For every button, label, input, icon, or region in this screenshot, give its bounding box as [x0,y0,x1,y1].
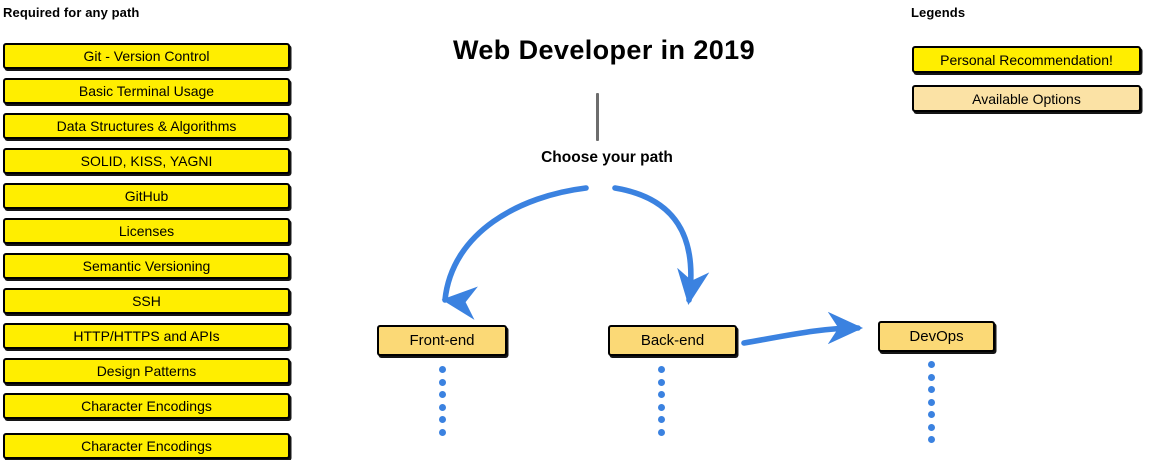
trail-dot [439,378,446,386]
required-item-basic-terminal-usage[interactable]: Basic Terminal Usage [3,78,290,104]
dot-trail-back-end [658,366,665,441]
required-item-git-version-control[interactable]: Git - Version Control [3,43,290,69]
required-section-heading: Required for any path [3,5,140,20]
trail-dot [439,428,446,436]
path-box-label: DevOps [909,328,964,345]
trail-dot [928,398,935,406]
choose-your-path-label: Choose your path [541,149,673,166]
trail-dot [928,373,935,381]
title-stem-line [596,93,599,141]
trail-dot [658,378,665,386]
legend-item-label: Personal Recommendation! [940,51,1113,68]
required-item-semantic-versioning[interactable]: Semantic Versioning [3,253,290,279]
path-box-devops[interactable]: DevOps [878,321,995,352]
required-item-label: Licenses [118,223,175,239]
required-item-data-structures-algorithms[interactable]: Data Structures & Algorithms [3,113,290,139]
legend-item-label: Available Options [972,90,1081,107]
path-box-label: Front-end [409,332,475,349]
required-item-label: SOLID, KISS, YAGNI [80,153,213,169]
required-item-character-encodings-bottom[interactable]: Character Encodings [3,433,290,459]
trail-dot [928,436,935,443]
trail-dot [658,391,665,398]
required-item-label: Git - Version Control [83,48,210,64]
trail-dot [928,361,935,368]
trail-dot [439,403,446,411]
arrow-choose-to-frontend [441,185,589,320]
trail-dot [439,391,446,398]
required-item-github[interactable]: GitHub [3,183,290,209]
required-item-label: GitHub [124,188,169,204]
arrow-choose-to-backend [612,185,710,305]
trail-dot [658,428,665,436]
required-item-http-https-and-apis[interactable]: HTTP/HTTPS and APIs [3,323,290,349]
path-box-label: Back-end [640,332,705,349]
path-box-front-end[interactable]: Front-end [377,325,507,356]
trail-dot [439,416,446,423]
required-item-label: Design Patterns [96,363,197,379]
dot-trail-devops [928,361,935,449]
trail-dot [658,366,665,373]
required-item-label: Character Encodings [81,398,212,414]
required-item-licenses[interactable]: Licenses [3,218,290,244]
trail-dot [928,386,935,393]
required-item-design-patterns[interactable]: Design Patterns [3,358,290,384]
required-item-label: SSH [132,293,161,309]
trail-dot [439,366,446,373]
path-box-back-end[interactable]: Back-end [608,325,737,356]
required-item-solid-kiss-yagni[interactable]: SOLID, KISS, YAGNI [3,148,290,174]
legend-item-available-options: Available Options [912,85,1141,112]
required-item-label: Semantic Versioning [82,258,211,274]
required-item-label: Basic Terminal Usage [78,83,215,99]
required-item-label: Data Structures & Algorithms [56,118,237,134]
required-item-label: Character Encodings [81,438,212,454]
required-item-ssh[interactable]: SSH [3,288,290,314]
trail-dot [658,416,665,423]
arrow-backend-to-devops [741,311,864,346]
trail-dot [658,403,665,411]
required-item-label: HTTP/HTTPS and APIs [73,328,220,344]
trail-dot [928,423,935,431]
trail-dot [928,411,935,418]
legends-section-heading: Legends [911,5,966,20]
dot-trail-front-end [439,366,446,441]
page-title: Web Developer in 2019 [452,35,756,65]
required-item-character-encodings[interactable]: Character Encodings [3,393,290,419]
legend-item-personal-recommendation: Personal Recommendation! [912,46,1141,73]
